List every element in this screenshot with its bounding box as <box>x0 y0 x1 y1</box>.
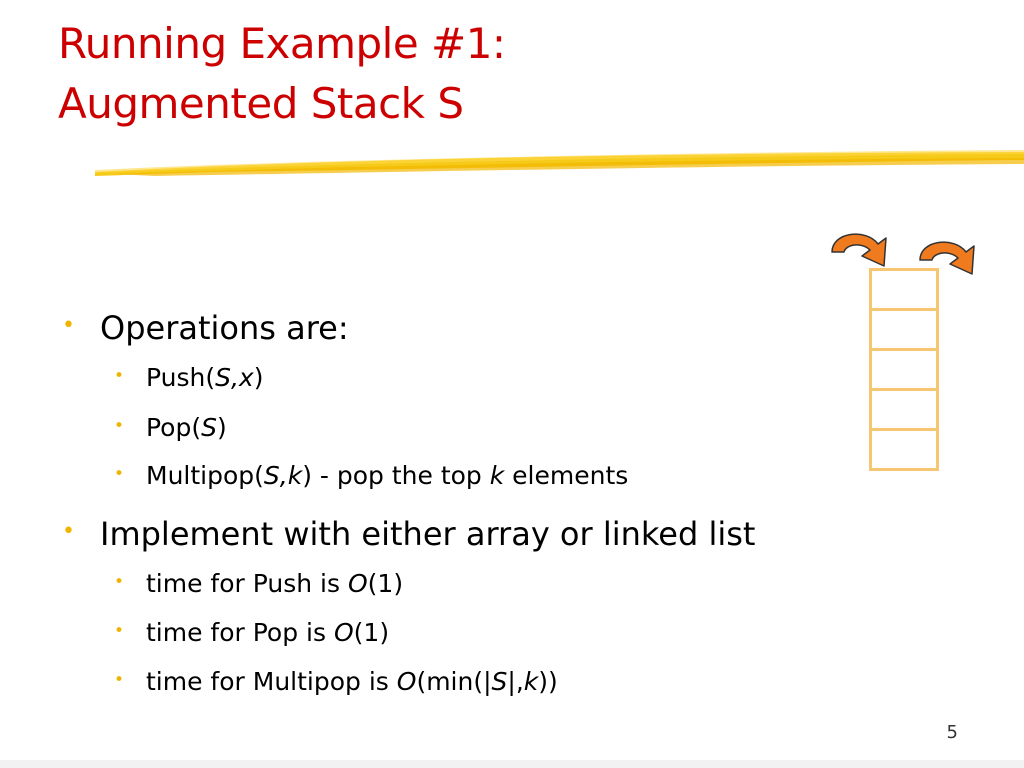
bullet-text-segment: Pop( <box>146 413 202 442</box>
bullet-text-segment: (1) <box>367 569 404 598</box>
stack-cell <box>869 348 939 391</box>
bullet-text-segment: S,k <box>263 461 303 490</box>
bullet-text-segment: elements <box>504 461 629 490</box>
stack-cell <box>869 388 939 431</box>
bullet-text: time for Pop is O(1) <box>146 618 389 647</box>
bullet-text: Operations are: <box>100 309 349 347</box>
title-line-2: Augmented Stack S <box>58 79 464 128</box>
slide-title: Running Example #1: Augmented Stack S <box>58 14 506 134</box>
page-number: 5 <box>946 722 958 743</box>
bullet-text-segment: time for Push is <box>146 569 348 598</box>
bullet-text-segment: ) - pop the top <box>302 461 490 490</box>
bullet-text: time for Multipop is O(min(|S|,k)) <box>146 667 558 696</box>
bullet-text-segment: O <box>333 618 354 647</box>
bullet-marker: • <box>114 670 125 690</box>
bullet-text-segment: )) <box>538 667 558 696</box>
title-underline <box>95 150 1024 176</box>
bullet-text: Pop(S) <box>146 413 227 442</box>
bullet-marker: • <box>114 416 125 436</box>
stack-cell <box>869 308 939 351</box>
push-arrow-icon <box>831 233 887 267</box>
bullet-marker: • <box>114 464 125 484</box>
bullet-text-segment: S <box>491 667 508 696</box>
bullet-text-segment: (1) <box>353 618 390 647</box>
bullet-marker: • <box>114 366 125 386</box>
bullet-text-segment: ) <box>216 413 227 442</box>
bullet-text-segment: k <box>489 461 505 490</box>
bullet-text-segment: Push( <box>146 363 216 392</box>
bullet-text: Implement with either array or linked li… <box>100 515 755 553</box>
bullet-text-segment: S,x <box>215 363 254 392</box>
stack-cell <box>869 428 939 471</box>
bullet-text-segment: k <box>523 667 539 696</box>
title-line-1: Running Example #1: <box>58 19 506 68</box>
pop-arrow-icon <box>919 241 975 275</box>
bullet-text-segment: S <box>201 413 217 442</box>
stack-diagram <box>869 268 939 471</box>
bullet-text-segment: time for Pop is <box>146 618 334 647</box>
bullet-text-segment: time for Multipop is <box>146 667 397 696</box>
bullet-text-segment: Operations are: <box>100 309 349 347</box>
bullet-text: Multipop(S,k) - pop the top k elements <box>146 461 628 490</box>
bullet-text: time for Push is O(1) <box>146 569 403 598</box>
bullet-text-segment: |, <box>507 667 524 696</box>
bullet-text-segment: ) <box>253 363 264 392</box>
bullet-text-segment: (min(| <box>416 667 492 696</box>
bullet-text-segment: O <box>396 667 417 696</box>
bullet-marker: • <box>114 621 125 641</box>
bullet-text-segment: O <box>347 569 368 598</box>
bullet-marker: • <box>62 519 75 544</box>
bullet-marker: • <box>114 572 125 592</box>
bullet-text-segment: Multipop( <box>146 461 264 490</box>
bullet-text-segment: Implement with either array or linked li… <box>100 515 756 553</box>
footer-divider <box>0 760 1024 768</box>
bullet-text: Push(S,x) <box>146 363 264 392</box>
bullet-marker: • <box>62 313 75 338</box>
